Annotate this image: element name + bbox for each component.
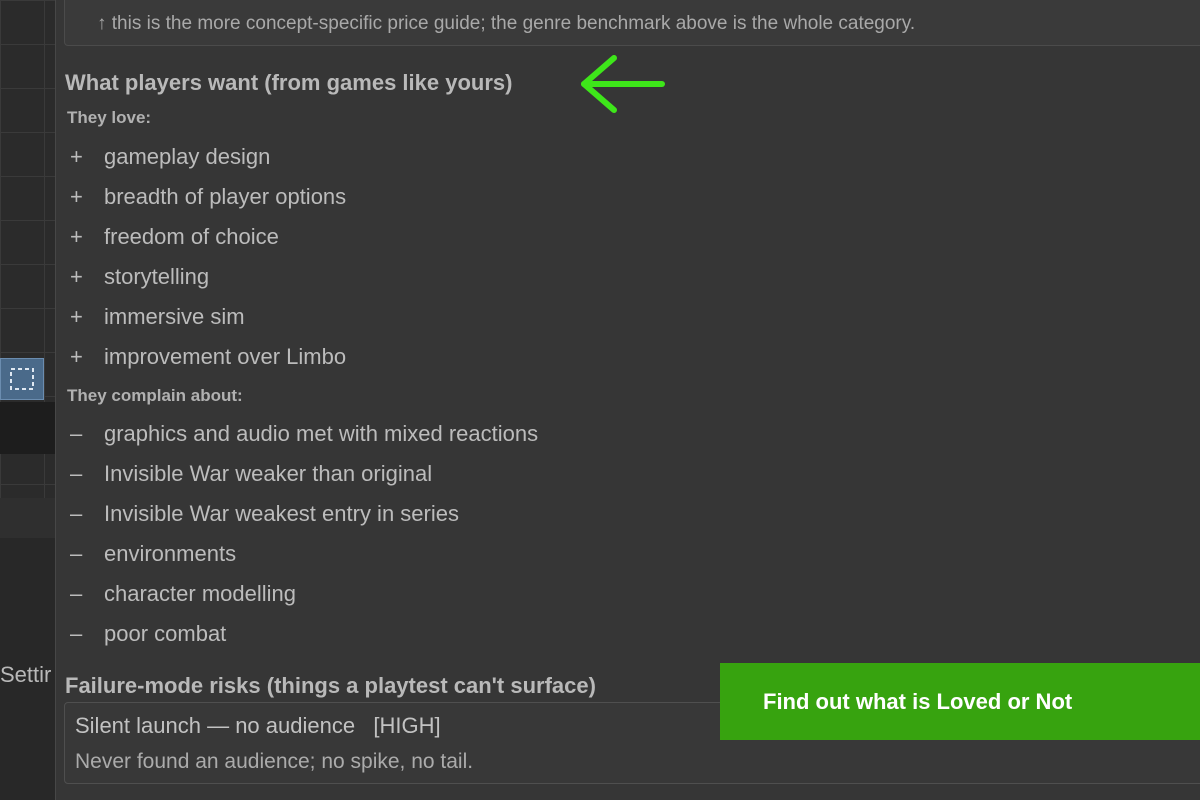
complaint-item-label: graphics and audio met with mixed reacti…: [104, 421, 539, 446]
report-panel: ↑ this is the more concept-specific pric…: [55, 0, 1200, 800]
complaints-label: They complain about:: [67, 386, 243, 405]
love-item-label: freedom of choice: [104, 224, 279, 249]
love-item: + freedom of choice: [70, 222, 279, 252]
love-item-label: storytelling: [104, 264, 210, 289]
editor-background: Settir: [0, 0, 55, 800]
plus-icon: +: [70, 264, 83, 289]
love-item-label: improvement over Limbo: [104, 344, 347, 369]
risk-title: Silent launch — no audience [HIGH]: [75, 713, 441, 738]
risk-description: Never found an audience; no spike, no ta…: [75, 750, 474, 773]
love-item-label: gameplay design: [104, 144, 271, 169]
complaint-item: – poor combat: [70, 619, 226, 649]
price-guide-note: ↑ this is the more concept-specific pric…: [64, 0, 1200, 46]
minus-icon: –: [70, 461, 83, 486]
minus-icon: –: [70, 581, 83, 606]
minus-icon: –: [70, 421, 83, 446]
risks-heading: Failure-mode risks (things a playtest ca…: [65, 673, 596, 698]
plus-icon: +: [70, 304, 83, 329]
left-arrow-icon: [581, 55, 665, 113]
love-item: + storytelling: [70, 262, 209, 292]
love-item: + immersive sim: [70, 302, 245, 332]
complaint-item: – graphics and audio met with mixed reac…: [70, 419, 538, 449]
love-item: + breadth of player options: [70, 182, 346, 212]
selection-tool-button[interactable]: [0, 358, 44, 400]
love-item-label: immersive sim: [104, 304, 245, 329]
love-item: + gameplay design: [70, 142, 270, 172]
plus-icon: +: [70, 224, 83, 249]
complaint-item-label: character modelling: [104, 581, 296, 606]
editor-mid-bar: [0, 498, 55, 538]
complaint-item: – environments: [70, 539, 236, 569]
love-item-label: breadth of player options: [104, 184, 347, 209]
complaint-item-label: poor combat: [104, 621, 227, 646]
minus-icon: –: [70, 501, 83, 526]
plus-icon: +: [70, 184, 83, 209]
editor-dark-bar: [0, 402, 55, 454]
annotation-callout: Find out what is Loved or Not: [720, 663, 1200, 740]
complaint-item-label: Invisible War weaker than original: [104, 461, 433, 486]
minus-icon: –: [70, 541, 83, 566]
complaint-item-label: environments: [104, 541, 237, 566]
complaint-item: – Invisible War weakest entry in series: [70, 499, 459, 529]
selection-icon: [10, 368, 34, 390]
complaint-item-label: Invisible War weakest entry in series: [104, 501, 459, 526]
minus-icon: –: [70, 621, 83, 646]
plus-icon: +: [70, 144, 83, 169]
editor-lower-area: [0, 538, 55, 800]
complaint-item: – Invisible War weaker than original: [70, 459, 432, 489]
players-want-heading: What players want (from games like yours…: [65, 70, 513, 95]
settings-label[interactable]: Settir: [0, 662, 52, 687]
complaint-item: – character modelling: [70, 579, 296, 609]
loves-label: They love:: [67, 108, 152, 127]
plus-icon: +: [70, 344, 83, 369]
love-item: + improvement over Limbo: [70, 342, 346, 372]
